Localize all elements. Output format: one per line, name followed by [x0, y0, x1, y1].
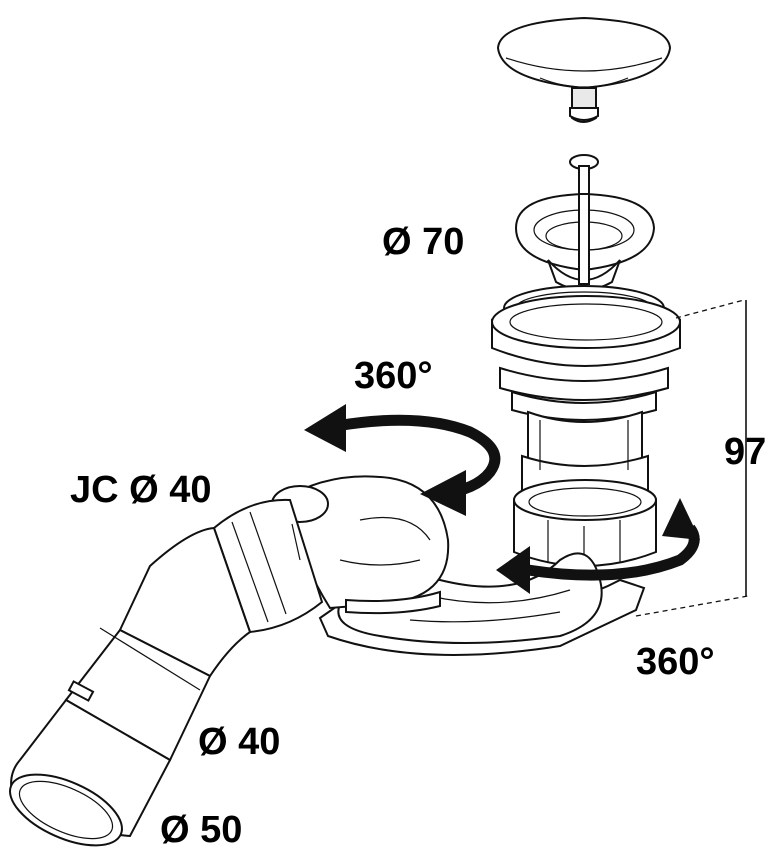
pipe-joint — [212, 498, 324, 634]
rotation-arrow-bottom — [496, 498, 700, 594]
trap-body — [318, 552, 646, 656]
label-rotation-top: 360° — [354, 355, 433, 397]
union-nut — [513, 479, 657, 568]
label-height: 97 — [724, 431, 766, 473]
rotation-arrow-top — [304, 404, 501, 516]
label-outlet-outer: Ø 50 — [160, 809, 242, 851]
sealing-rings — [491, 285, 681, 421]
outlet-pipe — [9, 526, 252, 847]
height-dimension — [635, 299, 749, 617]
label-outlet-inner: Ø 40 — [198, 721, 280, 763]
drain-flange — [514, 192, 656, 291]
label-rotation-bottom: 360° — [636, 641, 715, 683]
outlet-elbow — [271, 475, 450, 615]
label-drain-diameter: Ø 70 — [382, 221, 464, 263]
label-connector: JC Ø 40 — [70, 469, 212, 511]
drain-cap — [496, 16, 672, 123]
